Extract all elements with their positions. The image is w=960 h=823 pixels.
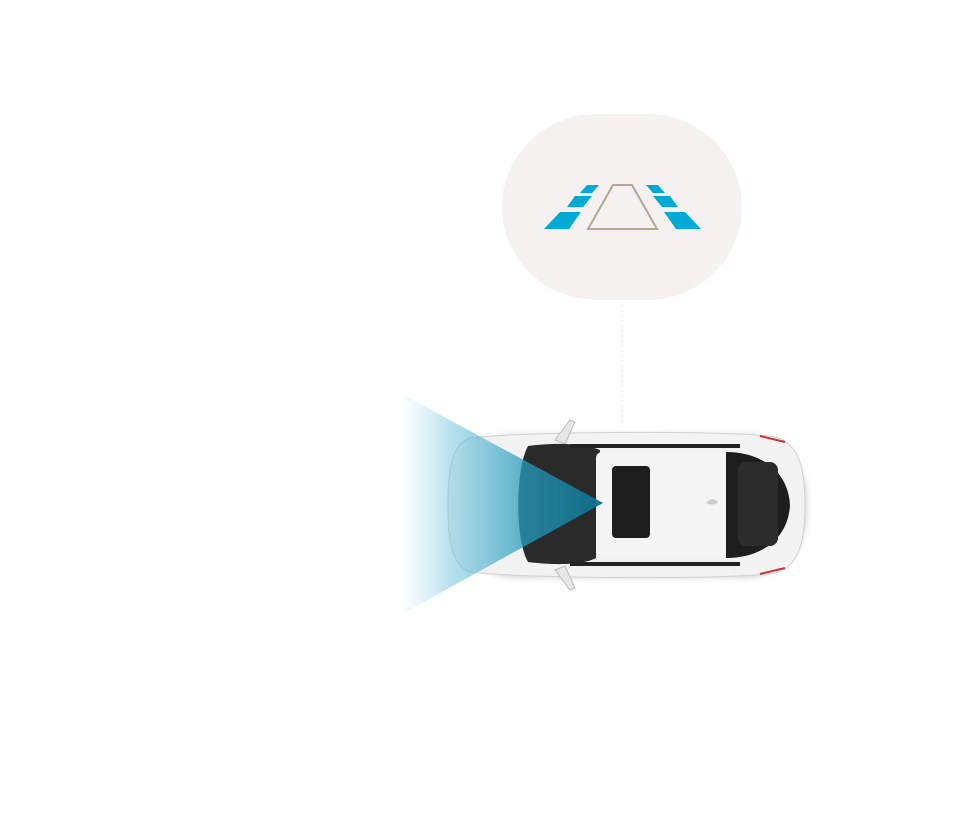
lane-keeping-badge (502, 114, 742, 300)
front-camera-cone (400, 393, 603, 615)
sunroof (612, 466, 650, 538)
left-mirror (554, 419, 576, 445)
right-mirror (554, 565, 576, 591)
lane-keeping-assist-icon (544, 184, 701, 230)
antenna (706, 499, 718, 505)
